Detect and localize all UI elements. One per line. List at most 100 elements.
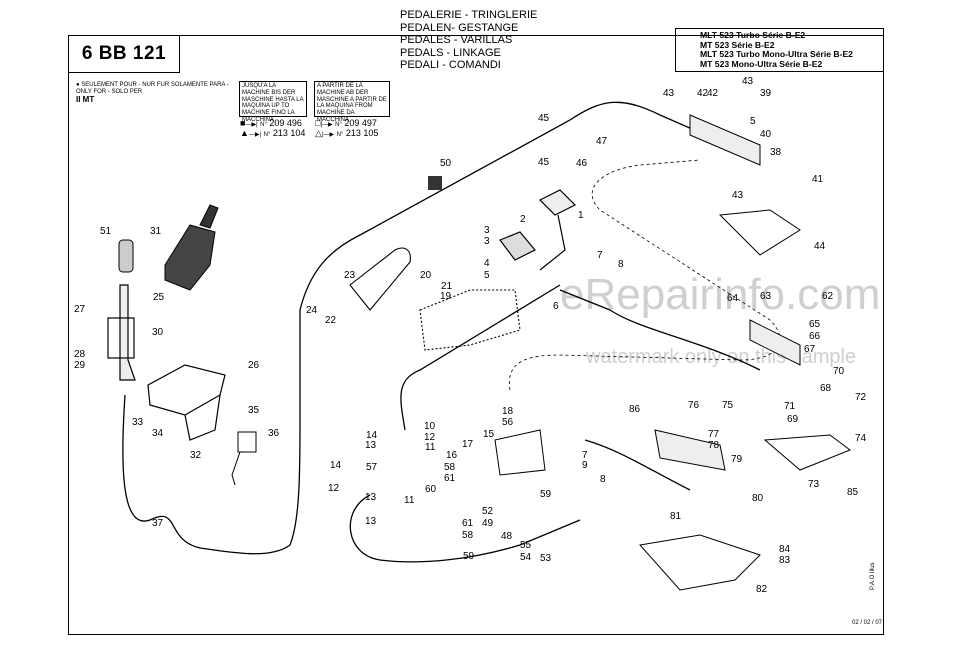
callout-83: 83	[779, 555, 791, 566]
serial-from-square: □|—▶ N° 209 497	[315, 118, 377, 128]
model-list: MLT 523 Turbo Série B-E2 MT 523 Série B-…	[675, 28, 884, 72]
callout-24: 24	[306, 305, 318, 316]
callout-12: 12	[328, 483, 340, 494]
callout-15: 15	[483, 429, 495, 440]
callout-40: 40	[760, 129, 772, 140]
cable-upper-right	[559, 289, 761, 371]
callout-28: 28	[74, 349, 86, 360]
callout-35: 35	[248, 405, 260, 416]
callout-57: 57	[366, 462, 378, 473]
callout-77: 77	[708, 429, 720, 440]
callout-43: 43	[732, 190, 744, 201]
callout-64: 64	[727, 293, 739, 304]
callout-29: 29	[74, 360, 86, 371]
cable-6	[400, 284, 561, 431]
callout-63: 63	[760, 291, 772, 302]
callout-12: 12	[424, 432, 436, 443]
lever-assembly-25	[107, 284, 136, 381]
callout-10: 10	[424, 421, 436, 432]
callout-60: 60	[425, 484, 437, 495]
callout-26: 26	[248, 360, 260, 371]
callout-58: 58	[462, 530, 474, 541]
callout-9: 9	[582, 460, 588, 471]
callout-46: 46	[576, 158, 588, 169]
bullet-icon: ●	[76, 82, 80, 88]
callout-80: 80	[752, 493, 764, 504]
serial-up-triangle: ▲—▶| N° 213 104	[240, 128, 306, 138]
callout-13: 13	[365, 516, 377, 527]
callout-76: 76	[688, 400, 700, 411]
callout-22: 22	[325, 315, 337, 326]
serial-up-square: ■—▶| N° 209 496	[240, 118, 302, 128]
callout-41: 41	[812, 174, 824, 185]
title-block: PEDALERIE - TRINGLERIE PEDALEN- GESTANGE…	[400, 9, 537, 72]
callout-75: 75	[722, 400, 734, 411]
title-fr: PEDALERIE - TRINGLERIE	[400, 9, 538, 21]
control-lever-boot	[164, 204, 219, 291]
callout-11: 11	[404, 495, 415, 506]
callout-11: 11	[425, 442, 436, 453]
callout-71: 71	[784, 401, 796, 412]
callout-3: 3	[484, 225, 490, 236]
callout-42: 42	[707, 88, 719, 99]
support-38	[689, 114, 761, 166]
callout-56: 56	[502, 417, 514, 428]
bracket-15	[494, 429, 546, 476]
callout-72: 72	[855, 392, 867, 403]
callout-78: 78	[708, 440, 720, 451]
callout-4: 4	[484, 258, 490, 269]
model-1: MLT 523 Turbo Série B-E2	[700, 30, 806, 40]
callout-34: 34	[152, 428, 164, 439]
plate-22	[349, 247, 521, 351]
callout-8: 8	[600, 474, 606, 485]
callout-20: 20	[420, 270, 432, 281]
cable-37	[122, 101, 741, 555]
callout-5: 5	[484, 270, 490, 281]
callout-52: 52	[482, 506, 494, 517]
callout-31: 31	[150, 226, 162, 237]
callout-44: 44	[814, 241, 826, 252]
callout-68: 68	[820, 383, 832, 394]
callout-45: 45	[538, 157, 550, 168]
callout-8: 8	[618, 259, 624, 270]
callout-14: 14	[330, 460, 342, 471]
callout-69: 69	[787, 414, 799, 425]
callout-43: 43	[742, 76, 754, 87]
callout-49: 49	[482, 518, 494, 529]
callout-50: 50	[440, 158, 452, 169]
diagram-frame	[68, 35, 884, 635]
callout-21: 21	[441, 281, 453, 292]
callout-7: 7	[597, 250, 603, 261]
only-for-text: SEULEMENT POUR - NUR FUR SOLAMENTE PARA …	[76, 82, 229, 95]
callout-84: 84	[779, 544, 791, 555]
callout-66: 66	[809, 331, 821, 342]
callout-7: 7	[582, 450, 588, 461]
callout-70: 70	[833, 366, 845, 377]
callout-39: 39	[760, 88, 772, 99]
page-reference: 6 BB 121	[68, 35, 180, 73]
callout-3: 3	[484, 236, 490, 247]
callout-2: 2	[520, 214, 526, 225]
from-machine-note: A PARTIR DE LA MACHINE AB DER MASCHINE A…	[314, 81, 390, 123]
cable-13	[349, 494, 581, 563]
callout-33: 33	[132, 417, 144, 428]
callout-14: 14	[366, 430, 378, 441]
callout-55: 55	[520, 540, 532, 551]
callout-58: 58	[444, 462, 456, 473]
model-3: MLT 523 Turbo Mono-Ultra Série B-E2	[700, 49, 853, 60]
callout-45: 45	[538, 113, 550, 124]
callout-19: 19	[440, 291, 452, 302]
callout-42: 42	[697, 88, 709, 99]
callout-17: 17	[462, 439, 474, 450]
callout-37: 37	[152, 518, 164, 529]
callout-59: 59	[540, 489, 552, 500]
machine-part-lower	[639, 209, 852, 591]
callout-85: 85	[847, 487, 859, 498]
only-for-note: ● SEULEMENT POUR - NUR FUR SOLAMENTE PAR…	[76, 82, 232, 103]
support-67	[749, 319, 801, 366]
only-for-model: ΙΙ MT	[76, 94, 95, 104]
clip-50-icon	[428, 176, 442, 190]
title-en: PEDALS - LINKAGE	[400, 46, 501, 59]
callout-36: 36	[268, 428, 280, 439]
